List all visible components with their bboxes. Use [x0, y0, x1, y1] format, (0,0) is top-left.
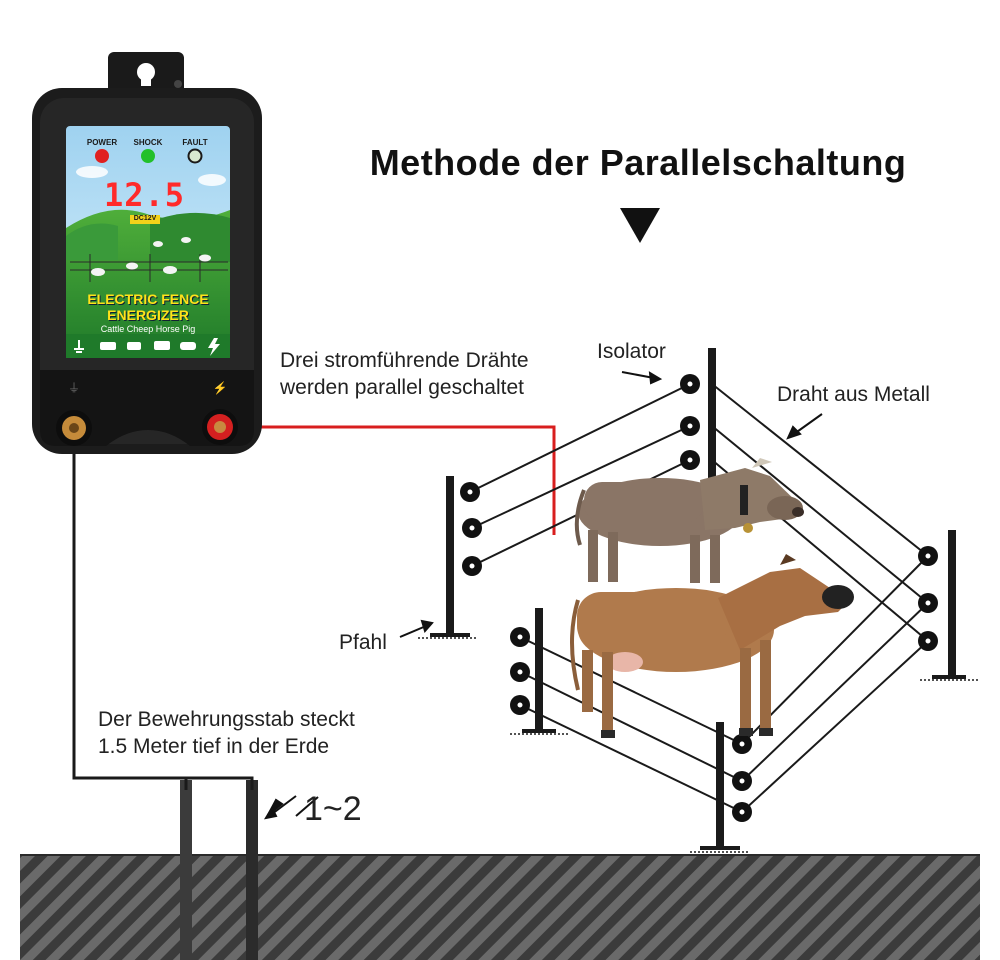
ground-hatch — [20, 854, 980, 960]
device-name-line1: ELECTRIC FENCE — [87, 291, 209, 307]
live-wire — [232, 425, 556, 535]
shock-led — [141, 149, 155, 163]
title-down-arrow — [620, 208, 660, 243]
svg-text:⏚: ⏚ — [68, 381, 80, 395]
rod-label-line2: 1.5 Meter tief in der Erde — [98, 735, 330, 758]
page-title: Methode der Parallelschaltung — [369, 142, 907, 183]
fault-led — [187, 148, 203, 164]
parallel-label-line2: werden parallel geschaltet — [280, 376, 524, 399]
svg-text:⚡: ⚡ — [213, 381, 228, 395]
led-power-label: POWER — [86, 138, 118, 147]
power-led — [95, 149, 109, 163]
fence-posts — [418, 348, 978, 853]
display-value: 12.5 — [104, 176, 186, 214]
led-shock-label: SHOCK — [133, 138, 163, 147]
cow-front-illustration — [570, 554, 854, 738]
parallel-label-line1: Drei stromführende Drähte — [280, 349, 529, 372]
post-label: Pfahl — [339, 631, 387, 654]
isolator-label: Isolator — [597, 340, 666, 363]
ground-terminal — [56, 410, 92, 446]
rod-count-label: 1~2 — [304, 790, 362, 828]
fence-wires — [469, 383, 929, 813]
wire-label: Draht aus Metall — [777, 383, 930, 406]
rod-label-line1: Der Bewehrungsstab steckt — [98, 708, 355, 731]
ground-wire — [72, 432, 254, 790]
cow-back-illustration — [574, 458, 804, 583]
energizer-device: ⏚ ⚡ — [32, 52, 262, 454]
ground-rods — [180, 780, 258, 960]
led-fault-label: FAULT — [182, 138, 208, 147]
isolator-icons — [460, 374, 938, 822]
fence-terminal — [202, 409, 238, 445]
rod-count-arrow — [263, 795, 297, 820]
device-animals: Cattle Cheep Horse Pig — [100, 324, 196, 334]
voltage-badge: DC12V — [133, 215, 157, 222]
device-name-line2: ENERGIZER — [107, 307, 189, 323]
